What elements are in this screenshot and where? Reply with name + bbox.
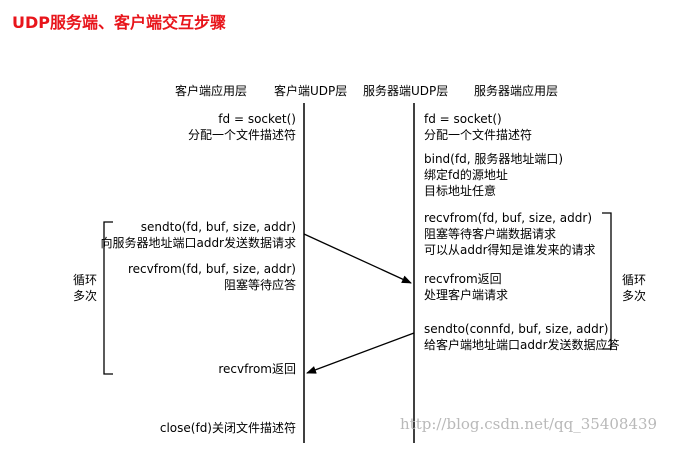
header-client-app: 客户端应用层 <box>175 84 248 98</box>
client-recvfrom-desc: 阻塞等待应答 <box>223 278 296 292</box>
watermark: http://blog.csdn.net/qq_35408439 <box>400 415 658 433</box>
server-sendto-desc: 给客户端地址端口addr发送数据应答 <box>424 338 620 352</box>
server-recvfrom-return: recvfrom返回 <box>424 272 502 286</box>
server-loop-bracket <box>602 212 612 350</box>
diagram-title: UDP服务端、客户端交互步骤 <box>12 13 227 32</box>
server-bind-desc-2: 目标地址任意 <box>424 184 497 198</box>
client-close: close(fd)关闭文件描述符 <box>159 421 296 435</box>
client-recvfrom-call: recvfrom(fd, buf, size, addr) <box>127 262 296 276</box>
request-arrow <box>303 233 412 284</box>
server-loop-label-1: 循环 <box>621 273 646 287</box>
server-recvfrom-call: recvfrom(fd, buf, size, addr) <box>424 211 593 225</box>
server-sendto-call: sendto(connfd, buf, size, addr) <box>424 322 609 336</box>
client-recvfrom-return: recvfrom返回 <box>218 362 296 376</box>
client-loop-label-1: 循环 <box>72 273 97 287</box>
server-loop-label-2: 多次 <box>621 289 646 303</box>
server-recvfrom-desc-1: 阻塞等待客户端数据请求 <box>424 227 557 241</box>
server-socket-desc: 分配一个文件描述符 <box>424 128 533 142</box>
client-sendto-call: sendto(fd, buf, size, addr) <box>140 220 296 234</box>
header-client-udp: 客户端UDP层 <box>274 84 348 98</box>
server-socket-call: fd = socket() <box>424 112 502 126</box>
client-sendto-desc: 向服务器地址端口addr发送数据请求 <box>100 236 296 250</box>
client-loop-label-2: 多次 <box>72 289 97 303</box>
server-bind-desc-1: 绑定fd的源地址 <box>424 168 508 182</box>
header-server-udp: 服务器端UDP层 <box>363 84 449 98</box>
server-bind-call: bind(fd, 服务器地址端口) <box>424 152 564 166</box>
client-socket-call: fd = socket() <box>218 112 296 126</box>
client-socket-desc: 分配一个文件描述符 <box>187 128 296 142</box>
server-handle-request: 处理客户端请求 <box>424 288 509 302</box>
header-server-app: 服务器端应用层 <box>474 84 559 98</box>
response-arrow <box>306 332 415 374</box>
server-recvfrom-desc-2: 可以从addr得知是谁发来的请求 <box>424 243 596 257</box>
client-loop-bracket <box>103 221 113 375</box>
